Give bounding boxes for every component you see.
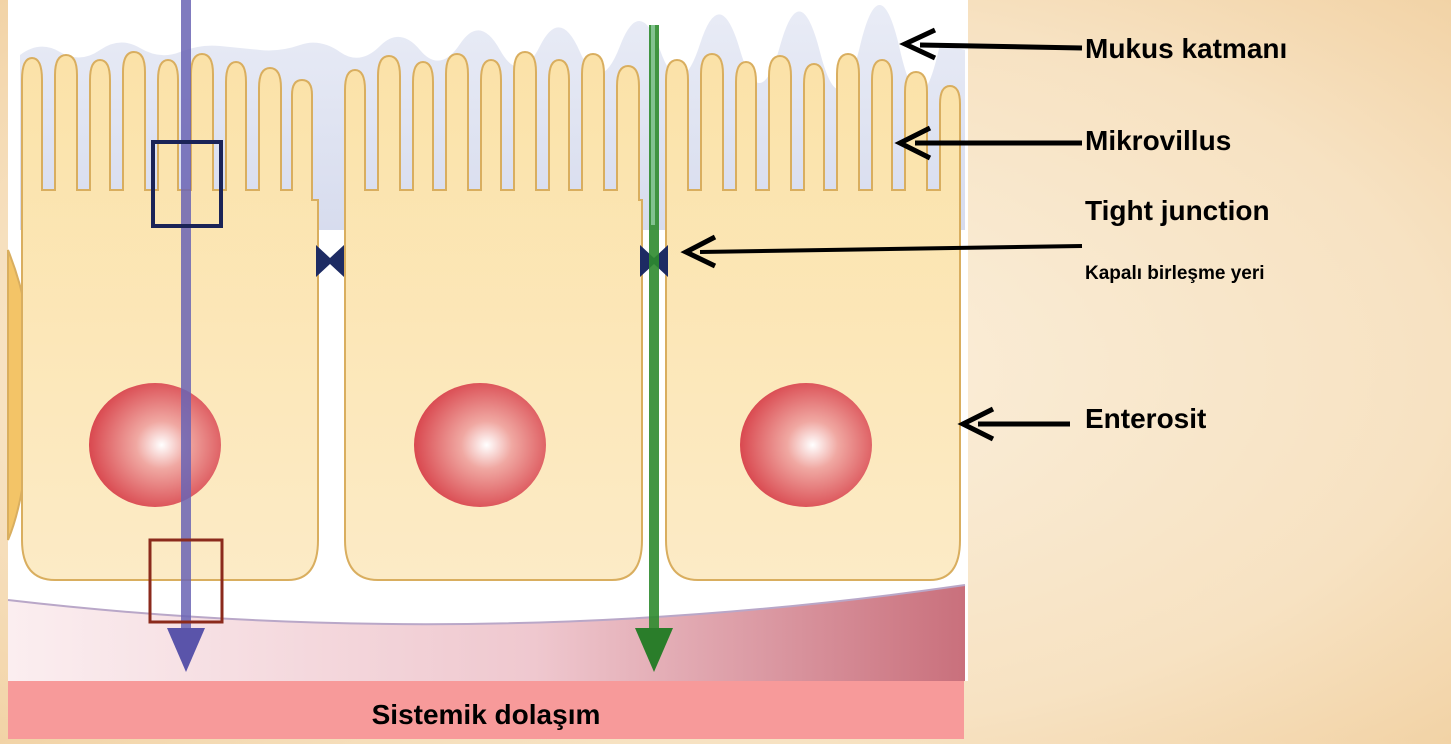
nucleus-2 xyxy=(414,383,546,507)
label-enterocyte: Enterosit xyxy=(1085,403,1206,435)
pointer-mucus xyxy=(905,30,1082,58)
systemic-circulation-banner: Sistemik dolaşım xyxy=(8,681,964,739)
label-microvillus: Mikrovillus xyxy=(1085,125,1231,157)
pointer-enterocyte xyxy=(963,409,1070,439)
nucleus-3 xyxy=(740,383,872,507)
systemic-circulation-label: Sistemik dolaşım xyxy=(372,689,601,731)
enterocyte-cell-2 xyxy=(345,52,642,580)
label-tight-junction: Tight junction xyxy=(1085,195,1270,227)
label-tight-junction-turkish: Kapalı birleşme yeri xyxy=(1085,263,1265,285)
nucleus-1 xyxy=(89,383,221,507)
label-mucus-layer: Mukus katmanı xyxy=(1085,33,1287,65)
enterocyte-cell-1 xyxy=(22,52,318,580)
